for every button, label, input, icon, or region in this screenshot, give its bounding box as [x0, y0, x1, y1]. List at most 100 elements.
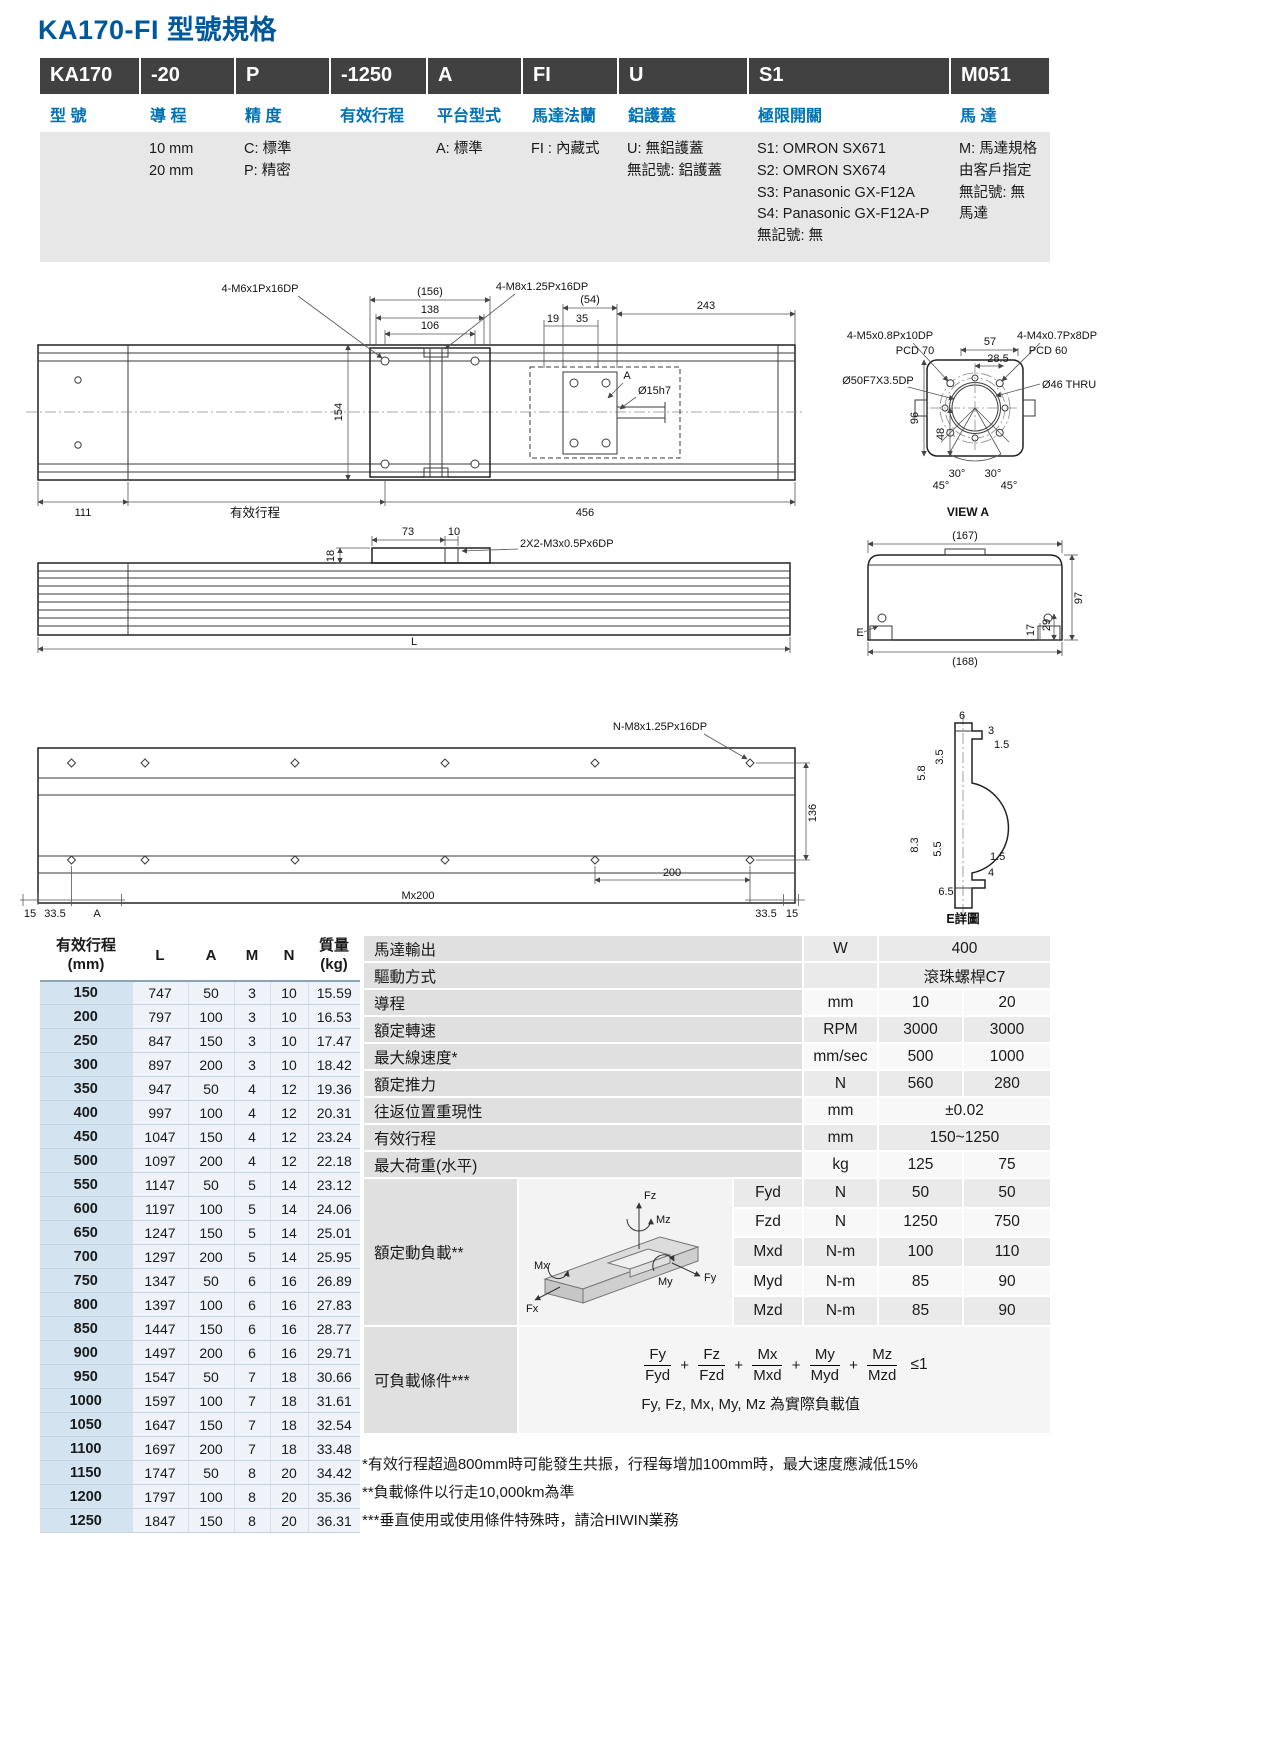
n-cell: 18 [269, 1388, 308, 1413]
spec-label: 額定轉速 [362, 1015, 804, 1044]
spec-value: 1000 [962, 1042, 1052, 1071]
dim-label: (54) [580, 294, 600, 306]
m-cell: 8 [233, 1508, 270, 1533]
dim-label: 3.5 [934, 749, 946, 764]
m-cell: 6 [233, 1340, 270, 1365]
n-cell: 12 [269, 1124, 308, 1149]
load-unit: N [802, 1206, 879, 1239]
spec-row: 額定動負載** Fz Mz [362, 1177, 1052, 1327]
drawing-bottom-view: N-M8x1.25Px16DP 136 200 Mx200 15 33.5 A … [20, 721, 819, 920]
table-row: 750 1347 50 6 16 26.89 [40, 1268, 360, 1293]
l-cell: 1547 [131, 1364, 188, 1389]
label-cell: 馬達法蘭 [532, 108, 597, 125]
header-mass-unit: (kg) [320, 955, 348, 973]
dim-label: Mx200 [401, 890, 434, 902]
dim-label: 45° [933, 480, 950, 492]
a-cell: 100 [187, 1196, 234, 1221]
spec-value: ±0.02 [877, 1096, 1052, 1125]
n-cell: 10 [269, 980, 308, 1005]
stroke-cell: 1200 [40, 1484, 132, 1509]
load-value: 110 [962, 1236, 1052, 1268]
l-cell: 1047 [131, 1124, 188, 1149]
m-cell: 7 [233, 1364, 270, 1389]
spec-value: 280 [962, 1069, 1052, 1098]
spec-unit: N [802, 1069, 879, 1098]
technical-drawings: (156) 138 106 4-M6x1Px16DP 4-M8x1.25Px16… [10, 268, 1209, 938]
header-m: M [234, 934, 270, 982]
dim-label: Ø50F7X3.5DP [842, 375, 914, 387]
n-cell: 10 [269, 1004, 308, 1029]
option-cell: S1: OMRON SX671 S2: OMRON SX674 S3: Pana… [748, 132, 950, 262]
mass-cell: 33.48 [307, 1436, 360, 1461]
n-cell: 10 [269, 1052, 308, 1077]
header-l: L [132, 934, 188, 982]
l-cell: 1797 [131, 1484, 188, 1509]
m-cell: 5 [233, 1196, 270, 1221]
stroke-cell: 350 [40, 1076, 132, 1101]
load-name: Mzd [732, 1295, 804, 1327]
header-stroke-text: 有效行程 [55, 937, 116, 954]
m-cell: 4 [233, 1076, 270, 1101]
n-cell: 14 [269, 1220, 308, 1245]
denominator: Mzd [868, 1366, 897, 1384]
l-cell: 1097 [131, 1148, 188, 1173]
l-cell: 1247 [131, 1220, 188, 1245]
header-mass-text: 質量 [318, 937, 349, 954]
force-label: Fx [526, 1303, 539, 1315]
n-cell: 16 [269, 1316, 308, 1341]
mass-cell: 29.71 [307, 1340, 360, 1365]
l-cell: 947 [131, 1076, 188, 1101]
m-cell: 5 [233, 1172, 270, 1197]
spec-row: 有效行程 mm 150~1250 [362, 1123, 1052, 1152]
a-cell: 100 [187, 1484, 234, 1509]
dim-label: 4-M4x0.7Px8DP [1017, 330, 1097, 342]
load-unit: N-m [802, 1295, 879, 1327]
mass-cell: 24.06 [307, 1196, 360, 1221]
plus-operator: + [849, 1356, 858, 1374]
drawing-view-a: 57 28.5 4-M5x0.8Px10DP PCD 70 4-M4x0.7Px… [842, 330, 1097, 519]
footnote: ***垂直使用或使用條件特殊時，請洽HIWIN業務 [362, 1511, 679, 1529]
dim-label: 1.5 [990, 851, 1005, 863]
leq-symbol: ≤1 [910, 1356, 928, 1373]
m-cell: 4 [233, 1148, 270, 1173]
dim-label: 136 [807, 804, 819, 822]
label-row: 型 號 導 程 精 度 有效行程 平台型式 馬達法蘭 鋁護蓋 極限開關 馬 達 [40, 94, 1050, 132]
option-cell: M: 馬達規格 由客戶指定 無記號: 無 馬達 [950, 132, 1050, 262]
table-row: 1150 1747 50 8 20 34.42 [40, 1460, 360, 1485]
table-row: 350 947 50 4 12 19.36 [40, 1076, 360, 1101]
spec-unit: mm [802, 1123, 879, 1152]
stroke-cell: 900 [40, 1340, 132, 1365]
a-cell: 50 [187, 1172, 234, 1197]
spec-row: 最大線速度* mm/sec 500 1000 [362, 1042, 1052, 1071]
dim-label: 28.5 [987, 353, 1008, 365]
load-value: 90 [962, 1295, 1052, 1327]
a-cell: 200 [187, 1244, 234, 1269]
load-name: Fyd [732, 1177, 804, 1209]
dim-label: 97 [1073, 592, 1085, 604]
table-row: 400 997 100 4 12 20.31 [40, 1100, 360, 1125]
l-cell: 1647 [131, 1412, 188, 1437]
mass-cell: 30.66 [307, 1364, 360, 1389]
dim-label: 106 [421, 320, 439, 332]
spec-row: Myd N-m 85 90 [363, 1265, 1052, 1298]
table-row: 1200 1797 100 8 20 35.36 [40, 1484, 360, 1509]
label-cell: 平台型式 [437, 108, 502, 125]
mass-cell: 22.18 [307, 1148, 360, 1173]
a-cell: 50 [187, 1268, 234, 1293]
dim-label: A [93, 908, 101, 920]
dim-label: 4-M8x1.25Px16DP [496, 281, 588, 293]
table-row: 250 847 150 3 10 17.47 [40, 1028, 360, 1053]
spec-unit: mm/sec [802, 1042, 879, 1071]
label-cell: 精 度 [245, 108, 282, 125]
a-cell: 50 [187, 1364, 234, 1389]
mass-cell: 18.42 [307, 1052, 360, 1077]
view-a-title: VIEW A [947, 505, 990, 519]
n-cell: 10 [269, 1028, 308, 1053]
n-cell: 20 [269, 1508, 308, 1533]
table-row: 850 1447 150 6 16 28.77 [40, 1316, 360, 1341]
mass-cell: 32.54 [307, 1412, 360, 1437]
dim-label: 8.3 [909, 837, 921, 852]
denominator: Mxd [753, 1366, 782, 1384]
